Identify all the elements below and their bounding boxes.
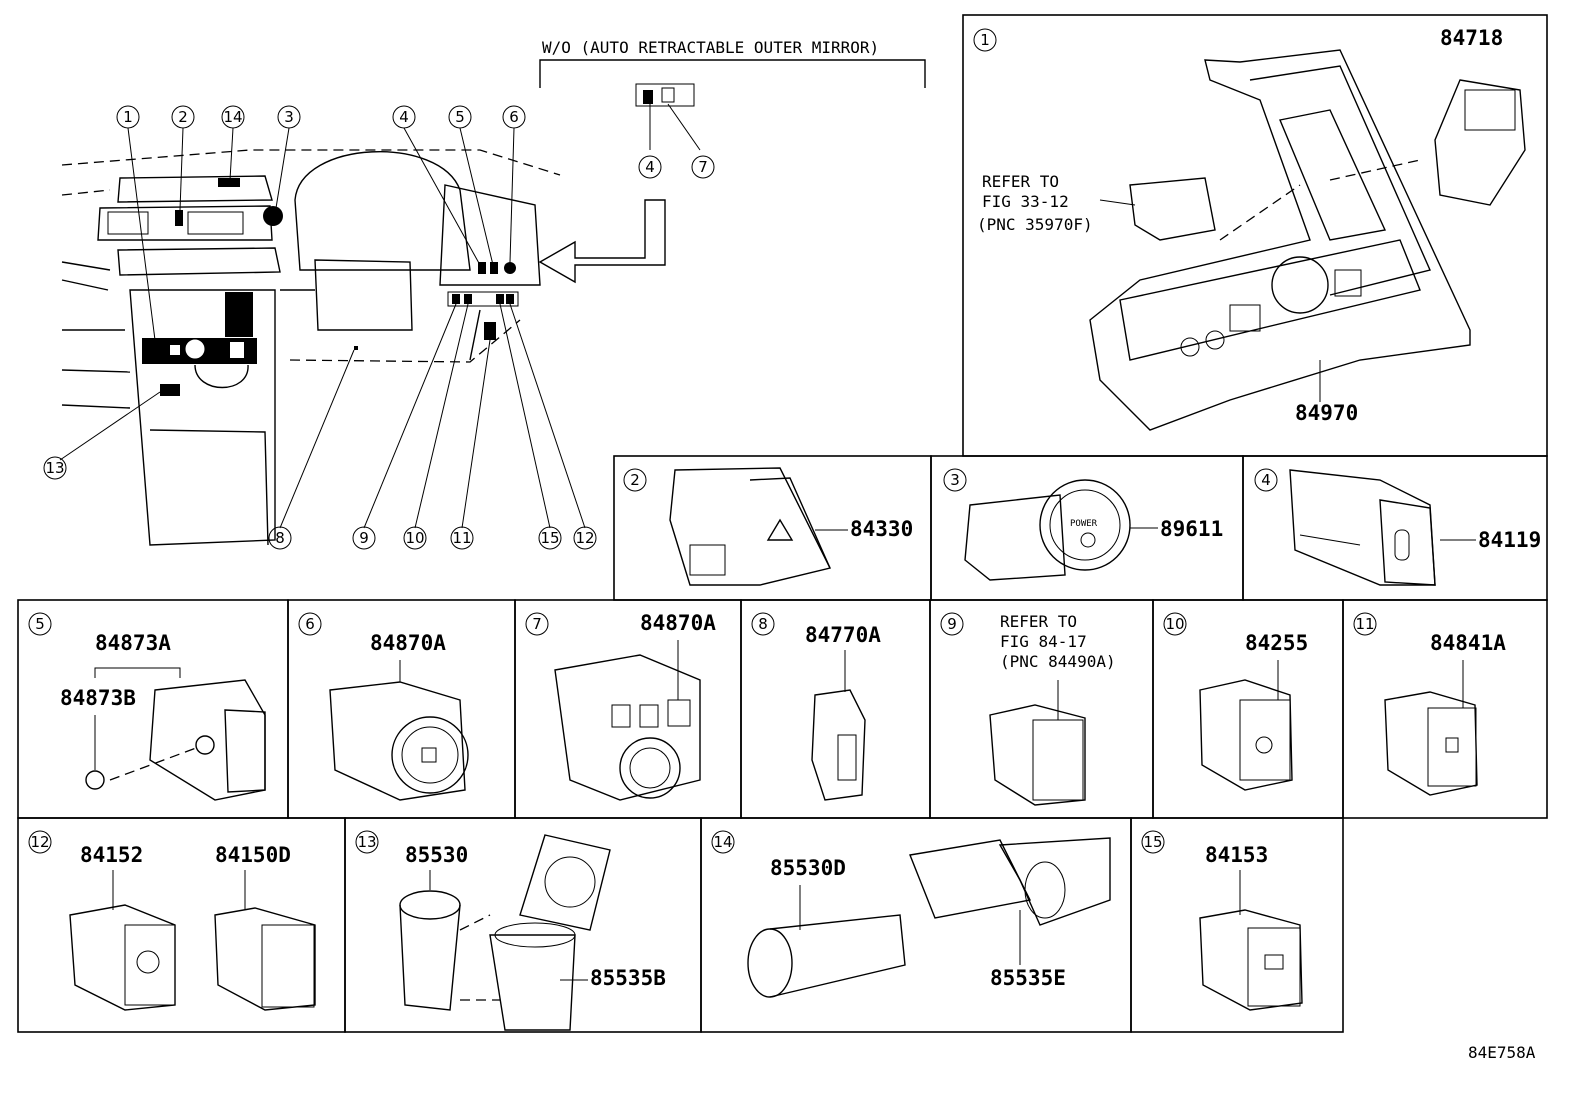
part-number: 84841A [1430,631,1506,655]
wo-caption: W/O (AUTO RETRACTABLE OUTER MIRROR) [542,38,879,57]
callout-4: 4 [392,105,416,129]
callout-1: 1 [116,105,140,129]
callout-10: 10 [403,526,427,550]
svg-text:12: 12 [575,529,594,547]
refer-line: (PNC 35970F) [977,215,1093,234]
callout-4-wo: 4 [638,155,662,179]
svg-text:4: 4 [1261,471,1271,489]
svg-text:14: 14 [713,833,732,851]
svg-text:13: 13 [45,459,64,477]
svg-text:7: 7 [532,615,542,633]
callout-14: 14 [221,105,245,129]
part-number: 84770A [805,623,881,647]
part-number: 84330 [850,517,913,541]
svg-text:13: 13 [357,833,376,851]
callout-6: 6 [502,105,526,129]
refer-line: FIG 33-12 [982,192,1069,211]
panel-9: 9 REFER TO FIG 84-17 (PNC 84490A) [929,599,1154,819]
panel-10: 10 84255 [1152,599,1344,819]
svg-text:3: 3 [950,471,960,489]
svg-text:11: 11 [452,529,471,547]
panel-4: 4 84119 [1242,455,1548,601]
power-label: POWER [1070,519,1098,529]
svg-text:2: 2 [630,471,640,489]
part-number: 84119 [1478,528,1541,552]
refer-line: FIG 84-17 [1000,632,1087,651]
part-number: 84870A [640,611,716,635]
panel-7: 7 84870A [514,599,742,819]
part-number: 89611 [1160,517,1223,541]
part-number: 84873A [95,631,171,655]
svg-text:11: 11 [1355,615,1374,633]
part-number: 84970 [1295,401,1358,425]
part-number: 84873B [60,686,136,710]
panel-6: 6 84870A [287,599,516,819]
refer-line: REFER TO [1000,612,1077,631]
panel-15: 15 84153 [1130,817,1344,1033]
callout-11: 11 [450,526,474,550]
panel-1: 1 84718 84970 REFER TO FIG 33-12 (PNC 35… [962,14,1548,457]
svg-text:4: 4 [645,158,655,176]
figure-code: 84E758A [1468,1043,1536,1062]
panel-number: 1 [980,31,990,49]
dashboard-overview: W/O (AUTO RETRACTABLE OUTER MIRROR) [61,38,926,546]
svg-text:8: 8 [758,615,768,633]
callout-12: 12 [573,526,597,550]
panel-3: 3 89611 POWER [930,455,1244,601]
svg-text:5: 5 [455,108,465,126]
panel-14: 14 85530D 85535E [700,817,1132,1033]
callout-7-wo: 7 [691,155,715,179]
svg-text:3: 3 [284,108,294,126]
svg-text:7: 7 [698,158,708,176]
refer-line: (PNC 84490A) [1000,652,1116,671]
callout-9: 9 [352,526,376,550]
part-number: 85535B [590,966,666,990]
panel-12: 12 84152 84150D [17,817,346,1033]
callout-15: 15 [538,526,562,550]
svg-text:6: 6 [509,108,519,126]
panel-8: 8 84770A [740,599,931,819]
svg-text:9: 9 [359,529,369,547]
svg-text:1: 1 [123,108,133,126]
svg-text:6: 6 [305,615,315,633]
part-number: 84150D [215,843,291,867]
callout-13: 13 [43,456,67,480]
overview-callouts: 1 2 14 3 4 5 6 4 7 13 8 9 10 11 15 12 [43,105,715,550]
svg-text:10: 10 [405,529,424,547]
svg-text:5: 5 [35,615,45,633]
part-number: 85535E [990,966,1066,990]
svg-text:2: 2 [178,108,188,126]
svg-text:9: 9 [947,615,957,633]
panel-11: 11 84841A [1342,599,1548,819]
svg-text:15: 15 [1143,833,1162,851]
part-number: 84718 [1440,26,1503,50]
callout-3: 3 [277,105,301,129]
part-number: 84870A [370,631,446,655]
panel-5: 5 84873A 84873B [17,599,289,819]
callout-5: 5 [448,105,472,129]
svg-text:4: 4 [399,108,409,126]
panel-2: 2 84330 [613,455,932,601]
panel-13: 13 85530 85535B [344,817,702,1033]
part-number: 85530D [770,856,846,880]
callout-2: 2 [171,105,195,129]
svg-text:12: 12 [30,833,49,851]
svg-text:14: 14 [223,108,242,126]
refer-line: REFER TO [982,172,1059,191]
svg-text:10: 10 [1165,615,1184,633]
part-number: 84152 [80,843,143,867]
callout-8: 8 [268,526,292,550]
svg-text:15: 15 [540,529,559,547]
part-number: 84153 [1205,843,1268,867]
part-number: 85530 [405,843,468,867]
svg-text:8: 8 [275,529,285,547]
part-number: 84255 [1245,631,1308,655]
